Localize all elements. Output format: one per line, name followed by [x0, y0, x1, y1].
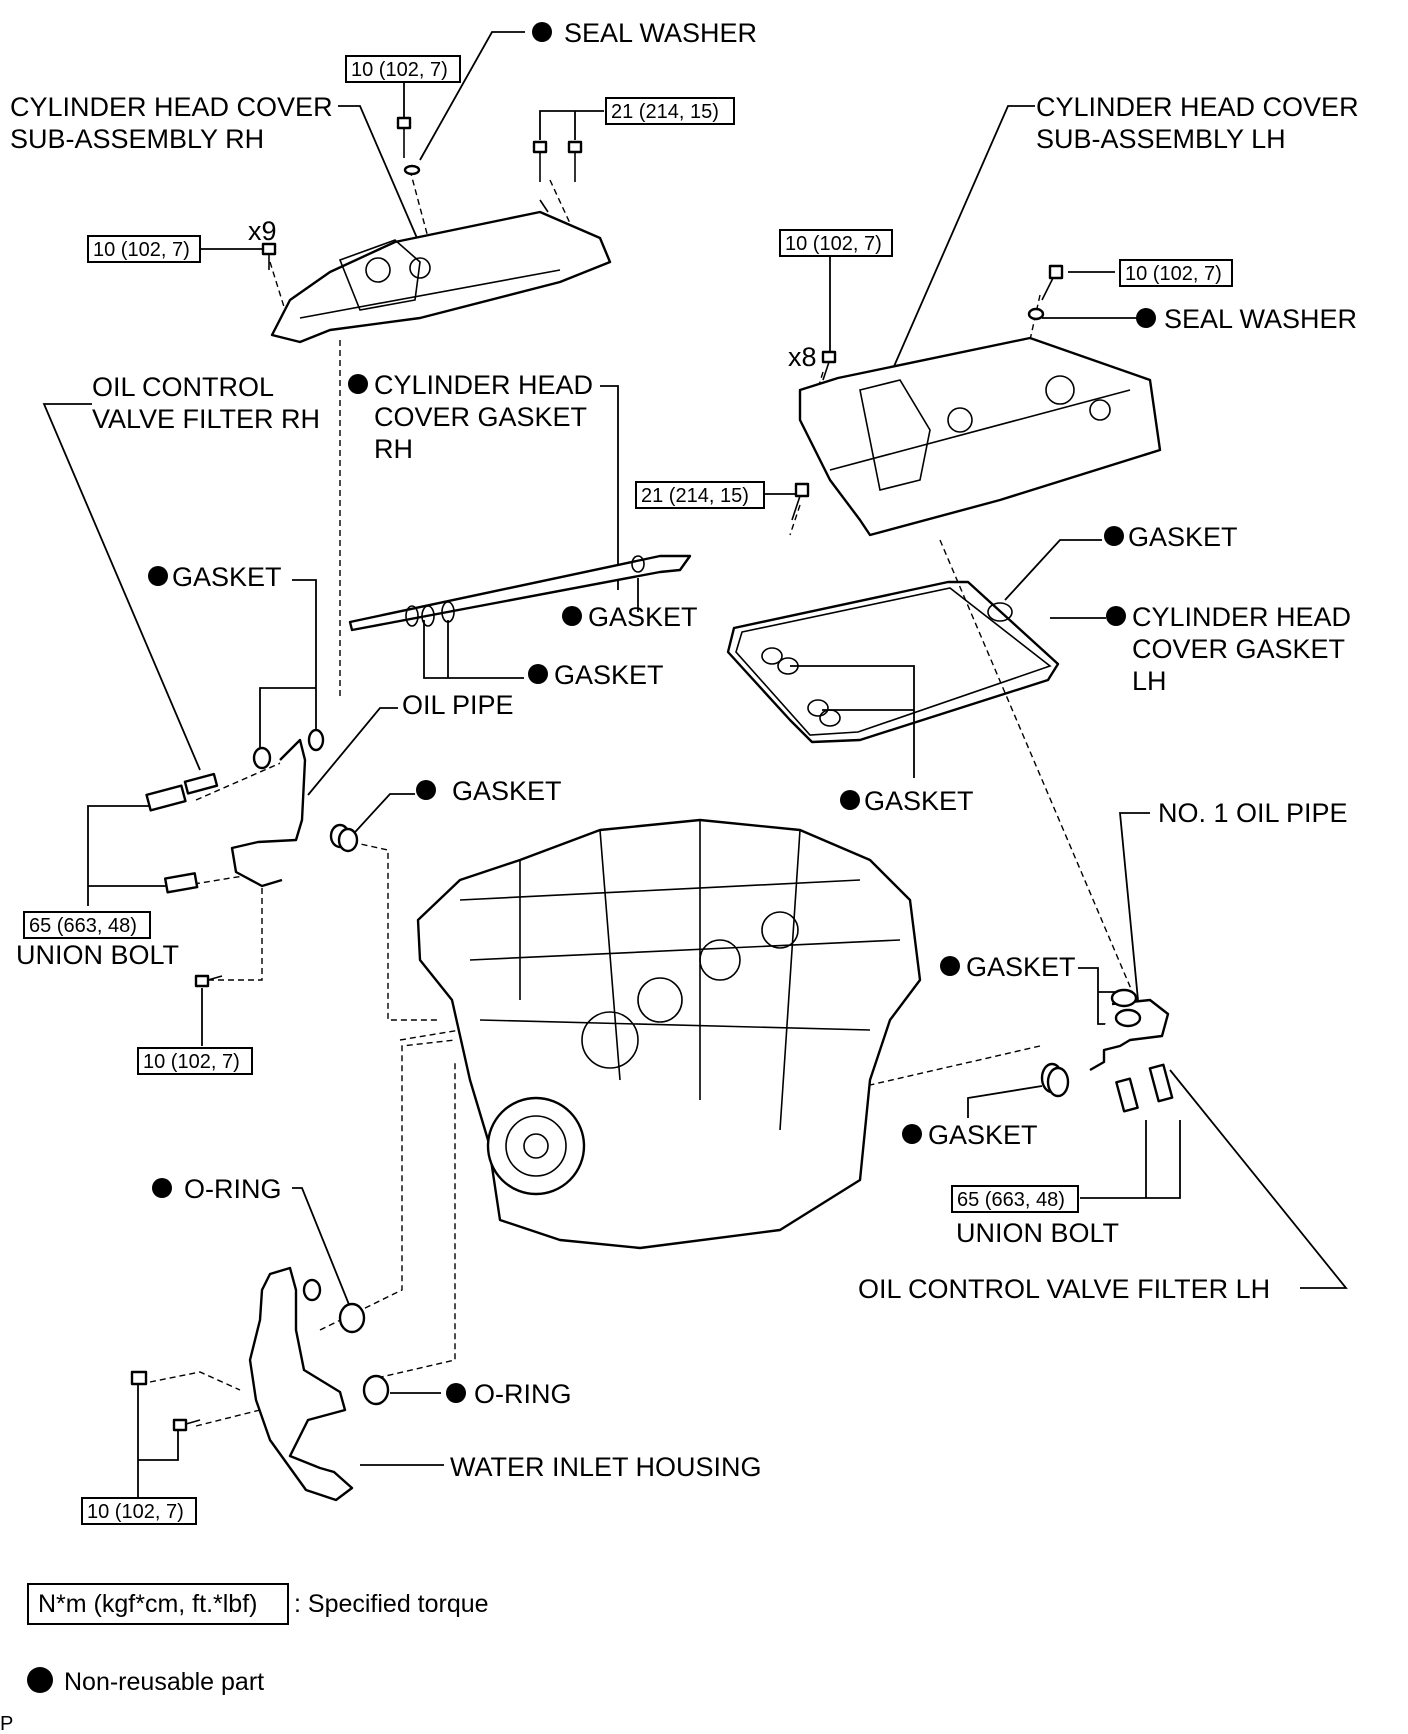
text-labels: SEAL WASHER CYLINDER HEAD COVER SUB-ASSE… — [10, 18, 1359, 1482]
label-gasket-rh-spark-1: GASKET — [588, 602, 698, 632]
bolts-rh-21 — [532, 140, 583, 182]
torque-union-rh: 65 (663, 48) — [29, 915, 137, 937]
label-count-x9: x9 — [248, 216, 277, 246]
nonreusable-dot — [1136, 308, 1156, 328]
torque-box — [605, 97, 735, 125]
water-inlet-housing — [248, 1266, 390, 1502]
label-union-bolt-lh: UNION BOLT — [956, 1218, 1119, 1248]
label-oring-upper: O-RING — [184, 1174, 282, 1204]
legend-torque-unit: N*m (kgf*cm, ft.*lbf) — [38, 1590, 257, 1618]
nonreusable-dot — [152, 1178, 172, 1198]
head-cover-lh — [798, 336, 1162, 537]
torque-top-washer: 10 (102, 7) — [351, 59, 448, 81]
label-seal-washer-lh: SEAL WASHER — [1164, 304, 1357, 334]
label-head-gasket-rh-line3: RH — [374, 434, 413, 464]
head-gasket-rh — [348, 554, 692, 632]
legend-torque-box — [27, 1583, 289, 1625]
head-gasket-lh — [726, 580, 1060, 744]
label-head-gasket-lh-line3: LH — [1132, 666, 1167, 696]
label-head-gasket-lh-line2: COVER GASKET — [1132, 634, 1345, 664]
nonreusable-dot — [446, 1383, 466, 1403]
label-ocv-filter-lh: OIL CONTROL VALVE FILTER LH — [858, 1274, 1270, 1304]
oil-pipe-rh — [230, 728, 359, 888]
label-head-cover-lh-line1: CYLINDER HEAD COVER — [1036, 92, 1359, 122]
bolts-water-inlet — [130, 1370, 201, 1432]
union-bolt-lh — [1115, 1063, 1174, 1113]
legend-torque-desc: : Specified torque — [294, 1590, 489, 1618]
torque-rh-pipe-bolt: 10 (102, 7) — [143, 1051, 240, 1073]
nonreusable-dot — [148, 566, 168, 586]
torque-box — [23, 911, 151, 939]
ocv-filter-rh — [145, 772, 219, 812]
label-count-x8: x8 — [788, 342, 817, 372]
bolt-rh-washer — [396, 116, 421, 176]
torque-union-lh: 65 (663, 48) — [957, 1189, 1065, 1211]
head-cover-rh — [270, 199, 612, 344]
nonreusable-dot — [562, 606, 582, 626]
torque-box — [1119, 259, 1233, 287]
nonreusable-dot — [940, 956, 960, 976]
label-gasket-lh-pipe-lower: GASKET — [928, 1120, 1038, 1150]
legend-nonreusable: Non-reusable part — [64, 1668, 264, 1696]
label-seal-washer-top: SEAL WASHER — [564, 18, 757, 48]
label-head-cover-lh-line2: SUB-ASSEMBLY LH — [1036, 124, 1286, 154]
label-oil-pipe: OIL PIPE — [402, 690, 514, 720]
label-head-gasket-lh-line1: CYLINDER HEAD — [1132, 602, 1351, 632]
label-ocv-filter-rh-line1: OIL CONTROL — [92, 372, 274, 402]
torque-box — [951, 1185, 1079, 1213]
nonreusable-dot — [532, 22, 552, 42]
torque-boxes: 10 (102, 7) 21 (214, 15) 10 (102, 7) 10 … — [23, 55, 1233, 1525]
leader-lines — [42, 31, 1348, 1498]
torque-lh-cover-bolt: 21 (214, 15) — [641, 485, 749, 507]
nonreusable-dot — [348, 374, 368, 394]
torque-rh-x9: 10 (102, 7) — [93, 239, 190, 261]
label-head-cover-rh-line1: CYLINDER HEAD COVER — [10, 92, 333, 122]
nonreusable-dot — [902, 1124, 922, 1144]
label-water-inlet-housing: WATER INLET HOUSING — [450, 1452, 762, 1482]
figure-code: P — [0, 1713, 13, 1734]
bolt-rh-x9 — [261, 242, 277, 270]
torque-box — [87, 235, 201, 263]
torque-box — [779, 229, 893, 257]
legend-nonreusable-dot — [27, 1667, 53, 1693]
torque-lh-x8: 10 (102, 7) — [785, 233, 882, 255]
label-gasket-rh-pipe-upper: GASKET — [172, 562, 282, 592]
oil-pipe-lh — [1040, 988, 1170, 1098]
nonreusable-dot — [1106, 606, 1126, 626]
label-gasket-rh-pipe-lower: GASKET — [452, 776, 562, 806]
nonreusable-dot — [416, 780, 436, 800]
torque-box — [635, 481, 765, 509]
label-gasket-lh-spark: GASKET — [864, 786, 974, 816]
label-oring-lower: O-RING — [474, 1379, 572, 1409]
torque-box — [345, 55, 461, 83]
label-gasket-lh-pipe-upper: GASKET — [966, 952, 1076, 982]
label-head-gasket-rh-line1: CYLINDER HEAD — [374, 370, 593, 400]
bolt-lh-washer — [1027, 264, 1064, 321]
engine-block — [416, 818, 922, 1250]
bolt-rh-pipe — [194, 974, 223, 988]
nonreusable-dot — [1104, 526, 1124, 546]
bolt-lh-21 — [791, 482, 810, 521]
torque-lh-washer: 10 (102, 7) — [1125, 263, 1222, 285]
label-gasket-rh-spark-2: GASKET — [554, 660, 664, 690]
torque-rh-cover-bolts: 21 (214, 15) — [611, 101, 719, 123]
label-gasket-lh-cover: GASKET — [1128, 522, 1238, 552]
torque-box — [81, 1497, 197, 1525]
torque-water-inlet: 10 (102, 7) — [87, 1501, 184, 1523]
bolt-lh-x8 — [821, 350, 837, 381]
legend: N*m (kgf*cm, ft.*lbf) : Specified torque… — [0, 1583, 489, 1734]
union-bolt-rh — [163, 872, 199, 894]
nonreusable-dot — [528, 664, 548, 684]
label-head-gasket-rh-line2: COVER GASKET — [374, 402, 587, 432]
assembly-dashes — [149, 169, 1141, 1427]
label-union-bolt-rh: UNION BOLT — [16, 940, 179, 970]
label-ocv-filter-rh-line2: VALVE FILTER RH — [92, 404, 320, 434]
label-no1-oil-pipe: NO. 1 OIL PIPE — [1158, 798, 1348, 828]
nonreusable-dot — [840, 790, 860, 810]
label-head-cover-rh-line2: SUB-ASSEMBLY RH — [10, 124, 264, 154]
torque-box — [137, 1047, 253, 1075]
